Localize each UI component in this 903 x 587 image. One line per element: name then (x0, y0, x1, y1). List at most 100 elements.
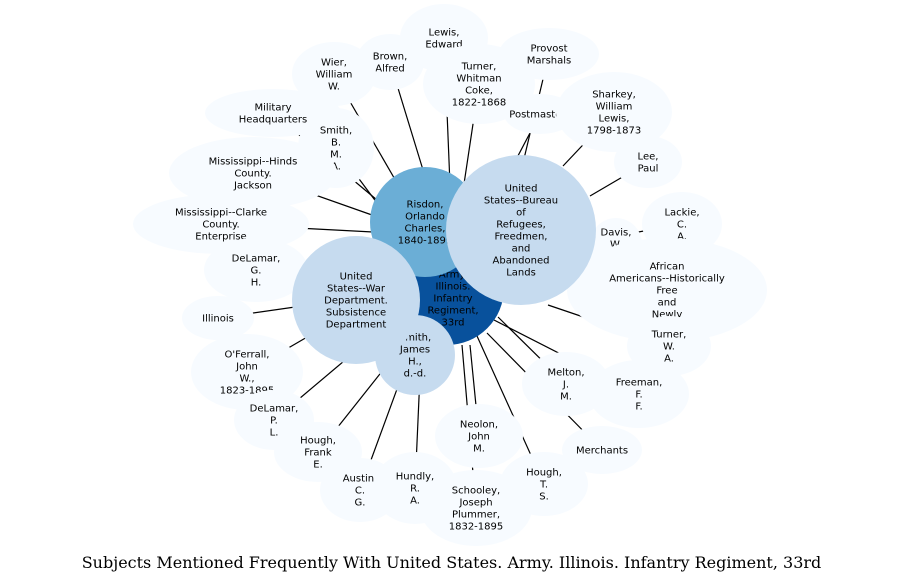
label-line: G. (251, 266, 262, 277)
chart-title: Subjects Mentioned Frequently With Unite… (81, 553, 822, 572)
node-melton-j-m[interactable]: Melton,J.M. (522, 352, 610, 416)
label-line: B. (331, 138, 341, 149)
label-line: Sharkey, (592, 90, 636, 101)
node-lee-paul[interactable]: Lee,Paul (614, 136, 682, 188)
node-illinois[interactable]: Illinois (182, 296, 254, 340)
label-line: O'Ferrall, (225, 350, 270, 361)
node-smith-b-m-a-label: Smith,B.M.A. (320, 126, 352, 173)
label-line: 33rd (441, 318, 464, 329)
label-line: Smith, (320, 126, 352, 137)
label-line: 1840-1899 (398, 236, 453, 247)
label-line: Merchants (576, 446, 628, 457)
label-line: Department. (324, 296, 388, 307)
label-line: Alfred (375, 64, 405, 75)
label-line: L. (270, 428, 279, 439)
label-line: M. (330, 150, 342, 161)
label-line: Lewis, (599, 114, 630, 125)
label-line: Coke, (465, 86, 493, 97)
label-line: African (650, 262, 685, 273)
node-austin-c-g-label: Austin,C.G. (343, 474, 378, 509)
major-node-layer: UnitedStates.Army.Illinois.InfantryRegim… (292, 155, 596, 395)
label-line: Lackie, (664, 208, 699, 219)
label-line: 1798-1873 (587, 126, 642, 137)
label-line: Orlando (405, 212, 445, 223)
label-line: W. (610, 240, 622, 251)
node-merchants-bubble (562, 426, 642, 474)
label-line: Illinois (202, 314, 234, 325)
label-line: F. (635, 402, 642, 413)
label-line: Hough, (526, 468, 562, 479)
node-delamar-g-h-bubble (204, 238, 308, 302)
label-line: Marshals (527, 56, 572, 67)
node-freeman-f-f[interactable]: Freeman,F.F. (589, 360, 689, 428)
label-line: Schooley, (452, 486, 500, 497)
label-line: States--War (327, 284, 386, 295)
label-line: States--Bureau (484, 196, 558, 207)
label-line: H., (408, 357, 422, 368)
label-line: F. (635, 390, 642, 401)
node-merchants-label: Merchants (576, 446, 628, 457)
node-lackie-c-a-label: Lackie,C.A. (664, 208, 699, 243)
label-line: United (505, 184, 538, 195)
label-line: Charles, (405, 224, 446, 235)
label-line: Plummer, (452, 510, 500, 521)
label-line: P. (270, 416, 278, 427)
label-line: Wier, (321, 58, 347, 69)
label-line: William (596, 102, 633, 113)
node-merchants[interactable]: Merchants (562, 426, 642, 474)
node-freeman-f-f-label: Freeman,F.F. (616, 378, 663, 413)
node-illinois-label: Illinois (202, 314, 234, 325)
label-line: Infantry (433, 294, 472, 305)
node-wier-william-w-bubble (292, 42, 376, 106)
label-line: A. (331, 162, 341, 173)
node-bureau-bubble (446, 155, 596, 305)
label-line: Turner, (461, 62, 497, 73)
node-african-americans-historically-free-and-newly-bubble (567, 238, 767, 342)
label-line: d.-d. (404, 369, 427, 380)
label-line: Edward (425, 40, 462, 51)
label-line: Freeman, (616, 378, 663, 389)
label-line: Hough, (300, 436, 336, 447)
label-line: John (235, 362, 258, 373)
label-line: United (340, 272, 373, 283)
node-hough-t-s-label: Hough,T.S. (526, 468, 562, 503)
node-sharkey-william-lewis-1798-1873-bubble (556, 72, 672, 152)
label-line: C. (677, 220, 687, 231)
label-line: 1822-1868 (452, 98, 507, 109)
label-line: Whitman (456, 74, 501, 85)
node-delamar-g-h[interactable]: DeLamar,G.H. (204, 238, 308, 302)
label-line: 1832-1895 (449, 522, 504, 533)
label-line: County. (202, 220, 239, 231)
label-line: H. (251, 278, 262, 289)
node-war-dept-bubble (292, 236, 420, 364)
label-line: Mississippi--Clarke (175, 208, 267, 219)
label-line: Postmasters (509, 110, 570, 121)
label-line: Neolon, (460, 420, 498, 431)
label-line: Department (326, 320, 387, 331)
label-line: J. (562, 380, 569, 391)
label-line: 1823-1895 (220, 386, 275, 397)
label-line: Jackson (233, 181, 272, 192)
node-postmasters-label: Postmasters (509, 110, 570, 121)
label-line: of (516, 208, 526, 219)
